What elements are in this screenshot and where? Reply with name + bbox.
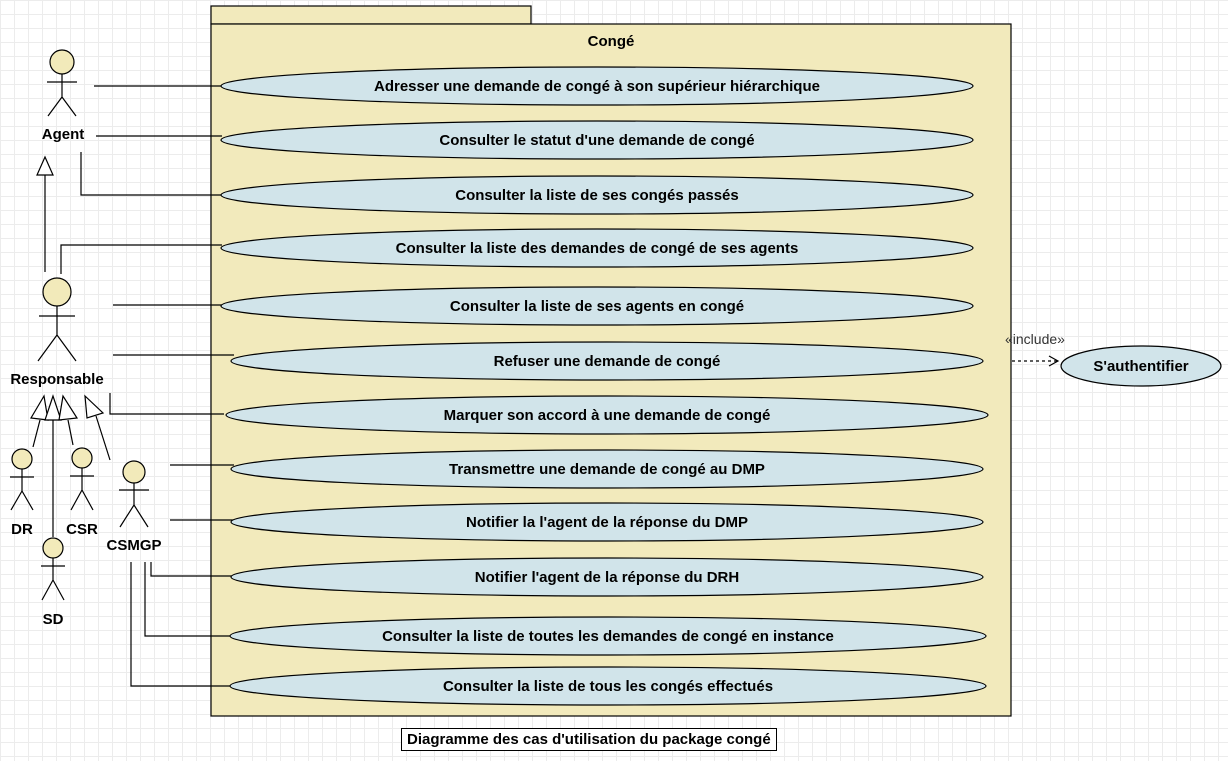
include-relation: «include» xyxy=(1005,331,1065,367)
actor-body xyxy=(70,468,94,511)
use-case-demandes-agents[interactable] xyxy=(220,228,974,268)
actor-label-responsable: Responsable xyxy=(10,371,103,388)
use-case-conges-effectues[interactable] xyxy=(229,666,987,706)
actor-body xyxy=(10,469,34,511)
generalizations xyxy=(30,155,111,537)
use-case-s-authentifier[interactable] xyxy=(1060,345,1222,387)
package-tab xyxy=(210,5,532,25)
actor-head xyxy=(11,448,33,470)
use-cases: Adresser une demande de congé à son supé… xyxy=(220,66,989,706)
actor-label-csmgp: CSMGP xyxy=(106,537,161,554)
actor-agent[interactable]: Agent xyxy=(42,49,85,143)
actor-body xyxy=(41,558,65,601)
package-title: Congé xyxy=(588,33,635,50)
actor-label-dr: DR xyxy=(11,521,33,538)
gen-dr-line xyxy=(32,419,41,448)
gen-dr-arrow xyxy=(30,394,49,421)
include-label: «include» xyxy=(1005,331,1065,347)
diagram-caption: Diagramme des cas d'utilisation du packa… xyxy=(401,728,777,751)
actor-csmgp[interactable]: CSMGP xyxy=(106,460,162,554)
gen-csmgp-arrow xyxy=(84,394,105,419)
use-case-label: Consulter la liste de ses congés passés xyxy=(455,187,738,204)
actor-body xyxy=(47,74,77,117)
assoc-resp-uc4 xyxy=(60,244,222,274)
use-case-label: Notifier l'agent de la réponse du DRH xyxy=(475,569,739,586)
assoc-csmgp-uc12 xyxy=(130,562,234,687)
use-case-label: Notifier la l'agent de la réponse du DMP xyxy=(466,514,748,531)
use-case-label: Consulter la liste de toutes les demande… xyxy=(382,628,834,645)
use-case-label: Consulter la liste des demandes de congé… xyxy=(396,240,799,257)
actor-label-sd: SD xyxy=(43,611,64,628)
gen-sd-arrow xyxy=(44,394,62,421)
gen-csmgp-line xyxy=(95,415,111,461)
actor-head xyxy=(42,537,64,559)
use-case-label: S'authentifier xyxy=(1093,358,1188,375)
use-case-marquer-accord[interactable] xyxy=(225,395,989,435)
use-case-demandes-en-instance[interactable] xyxy=(229,616,987,656)
gen-responsable-agent-arrow xyxy=(36,155,54,176)
assoc-resp-uc7 xyxy=(109,393,224,415)
actor-label-csr: CSR xyxy=(66,521,98,538)
actor-head xyxy=(49,49,75,75)
use-case-notifier-dmp[interactable] xyxy=(230,502,984,542)
gen-csr-arrow xyxy=(58,394,79,421)
use-case-adresser-demande[interactable] xyxy=(220,66,974,106)
use-case-label: Transmettre une demande de congé au DMP xyxy=(449,461,765,478)
use-case-consulter-statut[interactable] xyxy=(220,120,974,160)
use-case-label: Marquer son accord à une demande de cong… xyxy=(444,407,771,424)
use-case-refuser-demande[interactable] xyxy=(230,341,984,381)
use-case-label: Adresser une demande de congé à son supé… xyxy=(374,78,820,95)
actor-head xyxy=(122,460,146,484)
use-case-label: Consulter le statut d'une demande de con… xyxy=(439,132,754,149)
actor-body xyxy=(37,306,77,362)
associations xyxy=(60,85,236,687)
use-case-agents-en-conge[interactable] xyxy=(220,286,974,326)
include-arrowhead xyxy=(1048,355,1060,367)
actor-head xyxy=(71,447,93,469)
use-case-label: Refuser une demande de congé xyxy=(494,353,721,370)
actor-body xyxy=(119,483,149,528)
use-case-transmettre-dmp[interactable] xyxy=(230,449,984,489)
assoc-csmgp-uc10 xyxy=(150,562,236,577)
actor-dr[interactable]: DR xyxy=(10,448,34,538)
actor-csr[interactable]: CSR xyxy=(66,447,98,538)
assoc-agent-uc3 xyxy=(80,152,222,196)
use-case-label: Consulter la liste de ses agents en cong… xyxy=(450,298,744,315)
use-case-notifier-drh[interactable] xyxy=(230,557,984,597)
actor-responsable[interactable]: Responsable xyxy=(10,277,104,388)
assoc-csmgp-uc11 xyxy=(144,562,234,637)
actor-label-agent: Agent xyxy=(42,126,85,143)
use-case-conges-passes[interactable] xyxy=(220,175,974,215)
use-case-label: Consulter la liste de tous les congés ef… xyxy=(443,678,773,695)
gen-csr-line xyxy=(67,419,74,446)
actor-head xyxy=(42,277,72,307)
actor-sd[interactable]: SD xyxy=(41,537,65,628)
